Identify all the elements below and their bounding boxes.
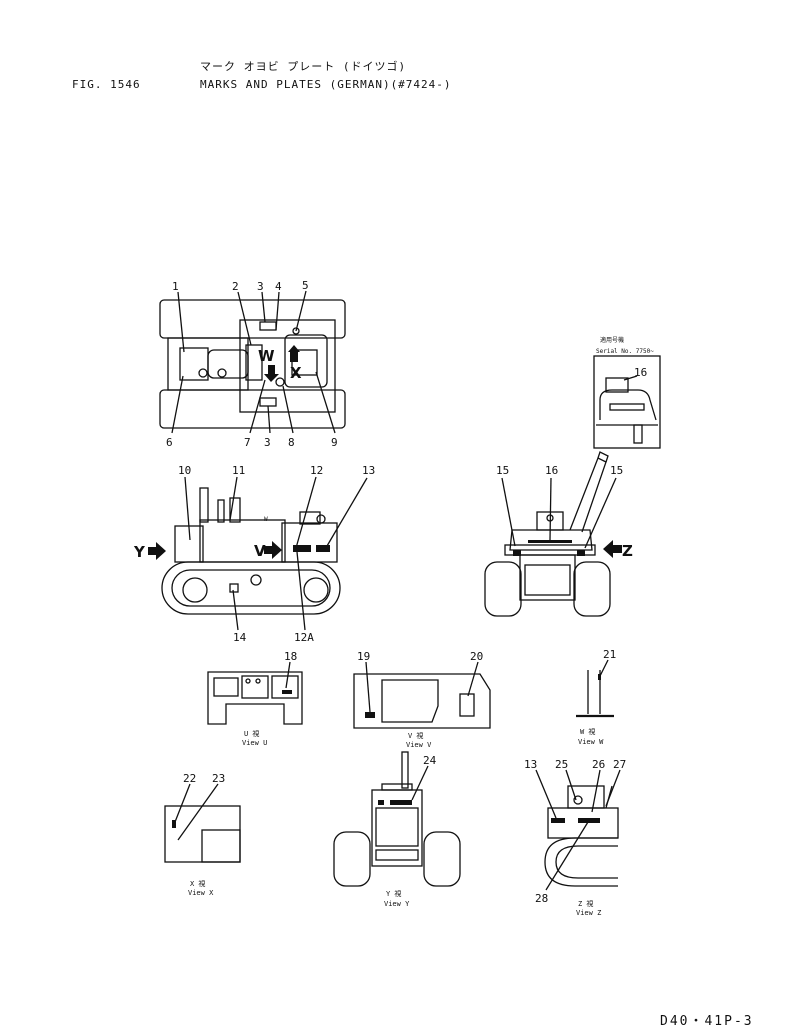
caption-w-jp: W 視 [580,727,595,736]
figure-number: FIG. 1546 [72,78,141,91]
page-code: D40・41P-3 [660,1014,754,1029]
callout-1: 1 [172,280,179,293]
caption-y-jp: Y 視 [386,889,401,898]
callout-6: 6 [166,436,173,449]
side-view-callouts: 10 11 12 13 14 12A [178,464,375,644]
callout-19: 19 [357,650,370,663]
view-u: 18 U 視 View U [207,650,303,747]
view-marker-z: Z [622,542,633,560]
callout-15a: 15 [496,464,509,477]
callout-25: 25 [555,758,568,771]
side-view-machine: W V Y [133,487,341,615]
callout-20: 20 [470,650,483,663]
caption-z-en: View Z [576,909,601,917]
caption-u-en: View U [242,739,267,747]
view-x: 22 23 X 視 View X [164,772,241,897]
callout-14: 14 [233,631,247,644]
callout-9: 9 [331,436,338,449]
view-marker-w-side: W [264,516,268,523]
callout-24: 24 [423,754,437,767]
view-marker-v: V [254,542,266,560]
view-w: 21 W 視 View W [576,648,616,746]
view-y: 24 Y 視 View Y [333,751,461,908]
callout-13-z: 13 [524,758,537,771]
view-marker-y: Y [133,543,146,561]
caption-z-jp: Z 視 [578,899,593,908]
view-z: 13 25 26 27 28 Z 視 View Z [524,758,626,917]
caption-u-jp: U 視 [244,729,259,738]
serial-detail: 適用号機 Serial No. 7750~ 16 [593,336,661,449]
callout-22: 22 [183,772,196,785]
serial-box-jp: 適用号機 [600,336,624,344]
caption-x-en: View X [188,889,214,897]
callout-12a: 12A [294,631,314,644]
callout-4: 4 [275,280,282,293]
callout-15b: 15 [610,464,623,477]
callout-16: 16 [545,464,558,477]
caption-x-jp: X 視 [190,879,205,888]
rear-view-callouts: 15 16 15 [496,464,623,549]
callout-10: 10 [178,464,191,477]
callout-7: 7 [244,436,251,449]
callout-3: 3 [257,280,264,293]
callout-27: 27 [613,758,626,771]
callout-13: 13 [362,464,375,477]
callout-16-detail: 16 [634,366,647,379]
callout-2: 2 [232,280,239,293]
callout-3b: 3 [264,436,271,449]
callout-21: 21 [603,648,616,661]
caption-y-en: View Y [384,900,410,908]
callout-26: 26 [592,758,605,771]
callout-8: 8 [288,436,295,449]
title-japanese: マーク オヨビ プレート (ドイツゴ) [200,60,407,73]
top-view-callouts: 1 2 3 4 5 6 7 3 8 9 [166,279,338,449]
callout-23: 23 [212,772,225,785]
title-english: MARKS AND PLATES (GERMAN)(#7424-) [200,78,452,91]
callout-12: 12 [310,464,323,477]
serial-box-en: Serial No. 7750~ [596,348,654,355]
rear-view-machine: Z [484,451,633,617]
view-v: 19 20 V 視 View V [353,650,491,749]
callout-11: 11 [232,464,245,477]
caption-v-en: View V [406,741,432,749]
callout-5: 5 [302,279,309,292]
callout-28: 28 [535,892,548,905]
view-marker-w: W [258,347,275,365]
caption-v-jp: V 視 [408,731,423,740]
callout-18: 18 [284,650,297,663]
view-marker-x: X [290,364,302,382]
caption-w-en: View W [578,738,604,746]
top-view-machine: W X [159,299,346,429]
